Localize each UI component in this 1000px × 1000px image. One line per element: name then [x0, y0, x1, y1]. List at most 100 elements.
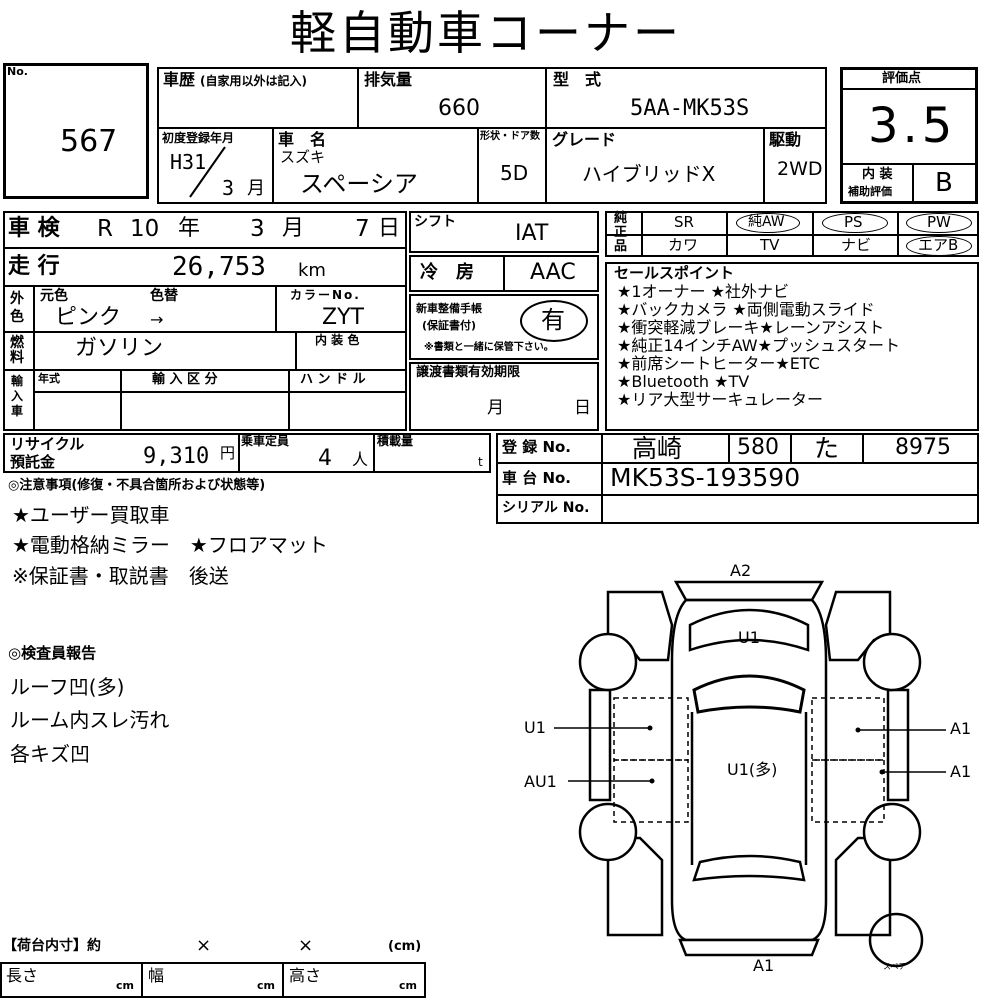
diagram-left-rear-label: AU1	[524, 772, 557, 791]
model-value: 5AA-MK53S	[630, 96, 750, 121]
equipment-leather: カワ	[668, 236, 699, 254]
score-value: 3.5	[868, 98, 957, 154]
mileage-unit: km	[298, 260, 326, 281]
cargo-height-unit: cm	[399, 979, 417, 992]
recycle-box	[3, 433, 491, 473]
shift-box	[409, 211, 599, 253]
diagram-left-front-label: U1	[524, 718, 546, 737]
car-maker: スズキ	[280, 148, 326, 166]
import-side-label: 輸入車	[11, 374, 24, 418]
diagram-right-front-label: A1	[950, 719, 972, 738]
cargo-width-label: 幅	[148, 966, 165, 985]
color-change-arrow: →	[150, 310, 164, 329]
transfer-box	[409, 362, 599, 431]
interior-score-label-1: 内 装	[862, 167, 893, 182]
equipment-aw: 純AW	[748, 214, 785, 230]
car-name-label: 車 名	[278, 130, 327, 149]
manual-note: ※書類と一緒に保管下さい。	[424, 342, 554, 353]
diagram-center-label: U1(多)	[727, 760, 778, 779]
import-class-label: 輸 入 区 分	[152, 372, 218, 387]
drive-label: 駆動	[769, 130, 802, 149]
main-info-box	[157, 67, 827, 204]
equipment-airbag: エアB	[918, 236, 959, 254]
sales-point-line: ★前席シートヒーター★ETC	[617, 354, 820, 373]
sales-points-label: セールスポイント	[614, 264, 735, 282]
import-year-label: 年式	[38, 372, 60, 385]
notes-label: ◎注意事項(修復・不具合箇所および状態等)	[8, 478, 266, 493]
sales-point-line: ★リア大型サーキュレーター	[617, 390, 824, 409]
chassis-label: 車 台 No.	[502, 469, 572, 487]
sales-points-box	[605, 262, 979, 431]
aircon-value: AAC	[530, 260, 576, 285]
sales-point-line: ★衝突軽減ブレーキ★レーンアシスト	[617, 318, 885, 337]
inspection-month: 3	[250, 216, 265, 242]
capacity-unit: 人	[352, 450, 369, 469]
cargo-times-1: ×	[196, 935, 212, 956]
equipment-airbag-circle	[906, 236, 972, 256]
interior-score-value: B	[935, 168, 953, 198]
transfer-day-unit: 日	[574, 398, 591, 418]
color-change-label: 色替	[150, 288, 178, 304]
equipment-pw: PW	[927, 213, 951, 231]
aircon-label: 冷 房	[420, 262, 474, 283]
equipment-navi: ナビ	[841, 236, 872, 254]
notes-line: ★ユーザー買取車	[12, 503, 170, 527]
doors-value: 5D	[500, 161, 529, 185]
first-reg-era: H31	[170, 150, 207, 174]
displacement-label: 排気量	[364, 70, 413, 89]
equipment-aw-circle	[736, 213, 800, 233]
first-reg-month-unit: 月	[247, 178, 265, 199]
fuel-side-label: 燃料	[10, 335, 24, 366]
grade-value: ハイブリッドX	[582, 162, 716, 186]
inspector-line: ルーフ凹(多)	[10, 675, 125, 699]
exterior-color-side-label: 外色	[10, 291, 24, 325]
inspector-line: 各キズ凹	[10, 742, 90, 766]
color-value: ピンク	[55, 305, 122, 330]
manual-label-2: (保証書付)	[422, 319, 477, 332]
diagram-roof-label: U1	[738, 628, 760, 647]
equipment-tv: TV	[760, 236, 780, 254]
score-label: 評価点	[882, 71, 922, 86]
color-no-label: カラーNo.	[290, 288, 361, 302]
transfer-label: 譲渡書類有効期限	[416, 365, 521, 380]
page-title: 軽自動車コーナー	[290, 6, 682, 60]
inspector-label: ◎検査員報告	[8, 644, 97, 662]
capacity-label: 乗車定員	[241, 434, 290, 448]
equipment-ps-circle	[822, 213, 888, 233]
score-box	[840, 67, 978, 204]
shift-label: シフト	[414, 214, 456, 230]
original-color-label: 元色	[40, 288, 68, 304]
lot-box	[3, 63, 149, 199]
serial-label: シリアル No.	[502, 500, 590, 516]
drive-value: 2WD	[777, 158, 823, 180]
load-unit: t	[478, 455, 483, 469]
chassis-value: MK53S-193590	[610, 463, 801, 492]
equipment-side-label: 純正品	[614, 211, 628, 254]
inspection-day: 7	[355, 216, 370, 242]
inspection-year-unit: 年	[178, 216, 201, 241]
sales-point-line: ★純正14インチAW★プッシュスタート	[617, 336, 900, 355]
mileage-value: 26,753	[172, 252, 266, 282]
diagram-rear-label: A1	[753, 956, 775, 975]
cargo-box	[0, 962, 426, 998]
equipment-pw-circle	[906, 213, 972, 233]
sales-point-line: ★1オーナー ★社外ナビ	[617, 282, 789, 301]
manual-circle	[520, 300, 588, 342]
equipment-ps: PS	[844, 213, 863, 231]
inspection-era: R	[97, 216, 113, 242]
model-label: 型 式	[553, 70, 602, 89]
inspection-label: 車 検	[8, 216, 60, 241]
recycle-unit: 円	[220, 444, 236, 462]
cargo-height-label: 高さ	[289, 966, 322, 985]
color-no-value: ZYT	[322, 305, 364, 330]
first-reg-label: 初度登録年月	[162, 131, 235, 145]
vehicle-info-box	[3, 211, 407, 431]
registration-area: 高崎	[632, 434, 683, 463]
cargo-label: 【荷台内寸】約	[3, 938, 101, 954]
transfer-month-unit: 月	[487, 398, 504, 418]
history-label: 車歴	[163, 70, 196, 89]
registration-kana: た	[814, 434, 840, 463]
lot-number: 567	[60, 124, 118, 159]
